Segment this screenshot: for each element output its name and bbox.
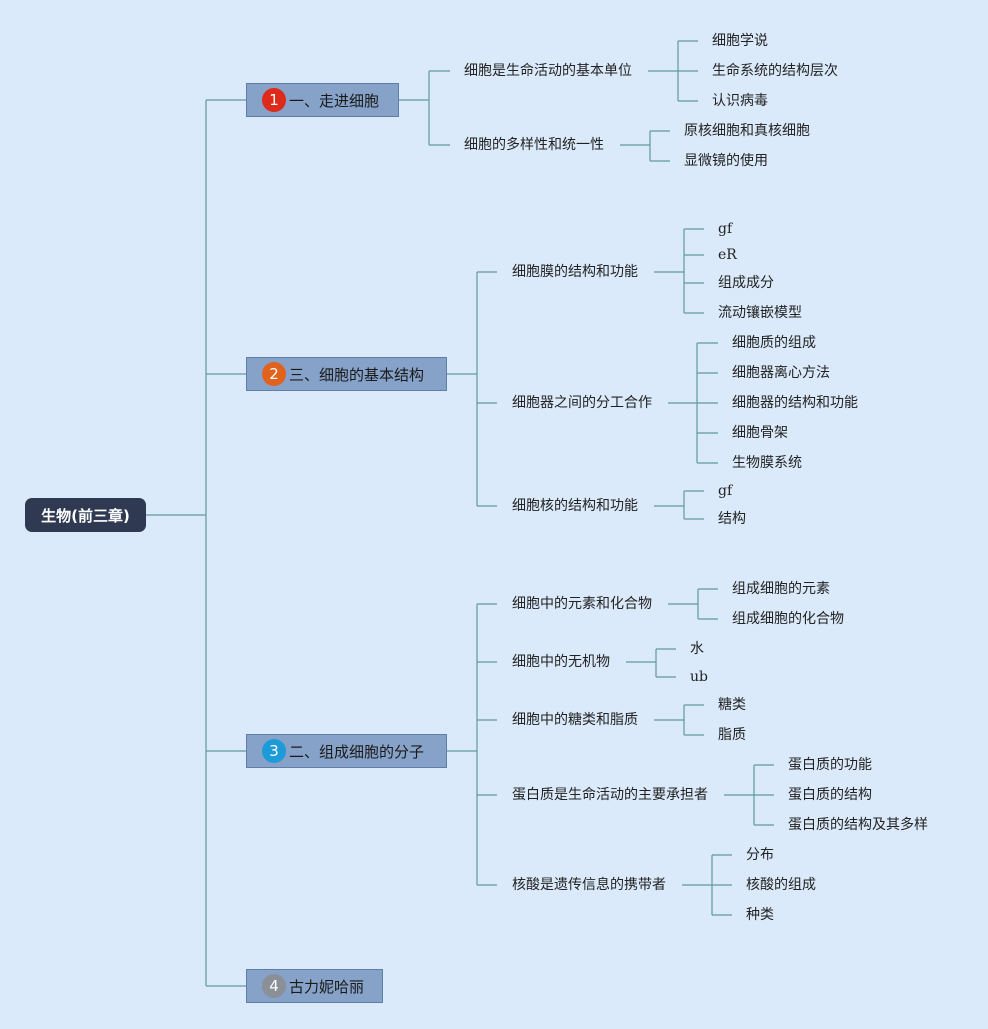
leaf-3-1-1[interactable]: 组成细胞的元素 xyxy=(732,581,830,597)
subtopic-2-3[interactable]: 细胞核的结构和功能 xyxy=(512,498,638,514)
topic-4[interactable]: 4 古力妮哈丽 xyxy=(246,969,383,1003)
leaf-1-1-3[interactable]: 认识病毒 xyxy=(712,93,768,109)
leaf-2-3-2[interactable]: 结构 xyxy=(718,511,746,527)
badge-3: 3 xyxy=(262,739,286,763)
topic-3-label: 二、组成细胞的分子 xyxy=(289,742,425,761)
subtopic-3-2[interactable]: 细胞中的无机物 xyxy=(512,654,610,670)
leaf-1-1-1[interactable]: 细胞学说 xyxy=(712,33,768,49)
subtopic-3-5[interactable]: 核酸是遗传信息的携带者 xyxy=(512,877,666,893)
leaf-3-5-2[interactable]: 核酸的组成 xyxy=(746,877,816,893)
topic-4-label: 古力妮哈丽 xyxy=(289,977,365,996)
badge-2: 2 xyxy=(262,362,286,386)
leaf-1-1-2[interactable]: 生命系统的结构层次 xyxy=(712,63,838,79)
leaf-3-1-2[interactable]: 组成细胞的化合物 xyxy=(732,611,844,627)
topic-1-label: 一、走进细胞 xyxy=(289,91,380,110)
leaf-2-1-1[interactable]: gf xyxy=(718,221,733,237)
leaf-2-2-1[interactable]: 细胞质的组成 xyxy=(732,335,816,351)
leaf-2-1-2[interactable]: eR xyxy=(718,247,737,263)
leaf-2-2-4[interactable]: 细胞骨架 xyxy=(732,425,788,441)
leaf-3-4-1[interactable]: 蛋白质的功能 xyxy=(788,757,872,773)
leaf-2-2-3[interactable]: 细胞器的结构和功能 xyxy=(732,395,858,411)
leaf-3-4-3[interactable]: 蛋白质的结构及其多样 xyxy=(788,817,928,833)
leaf-3-3-2[interactable]: 脂质 xyxy=(718,727,746,743)
topic-1[interactable]: 1 一、走进细胞 xyxy=(246,83,399,117)
leaf-1-2-2[interactable]: 显微镜的使用 xyxy=(684,153,768,169)
leaf-2-2-5[interactable]: 生物膜系统 xyxy=(732,455,802,471)
subtopic-3-4[interactable]: 蛋白质是生命活动的主要承担者 xyxy=(512,787,708,803)
leaf-3-5-1[interactable]: 分布 xyxy=(746,847,774,863)
leaf-3-2-2[interactable]: ub xyxy=(690,669,708,685)
subtopic-3-3[interactable]: 细胞中的糖类和脂质 xyxy=(512,712,638,728)
leaf-3-5-3[interactable]: 种类 xyxy=(746,907,774,923)
badge-4: 4 xyxy=(262,974,286,998)
root-node[interactable]: 生物(前三章) xyxy=(25,498,146,532)
badge-1: 1 xyxy=(262,88,286,112)
leaf-2-3-1[interactable]: gf xyxy=(718,483,733,499)
topic-3[interactable]: 3 二、组成细胞的分子 xyxy=(246,734,447,768)
leaf-1-2-1[interactable]: 原核细胞和真核细胞 xyxy=(684,123,810,139)
leaf-3-3-1[interactable]: 糖类 xyxy=(718,697,746,713)
leaf-3-2-1[interactable]: 水 xyxy=(690,641,704,657)
subtopic-3-1[interactable]: 细胞中的元素和化合物 xyxy=(512,596,652,612)
topic-2[interactable]: 2 三、细胞的基本结构 xyxy=(246,357,447,391)
leaf-2-1-4[interactable]: 流动镶嵌模型 xyxy=(718,305,802,321)
leaf-2-2-2[interactable]: 细胞器离心方法 xyxy=(732,365,830,381)
topic-2-label: 三、细胞的基本结构 xyxy=(289,365,425,384)
subtopic-1-2[interactable]: 细胞的多样性和统一性 xyxy=(464,137,604,153)
subtopic-2-1[interactable]: 细胞膜的结构和功能 xyxy=(512,264,638,280)
leaf-3-4-2[interactable]: 蛋白质的结构 xyxy=(788,787,872,803)
subtopic-2-2[interactable]: 细胞器之间的分工合作 xyxy=(512,395,652,411)
subtopic-1-1[interactable]: 细胞是生命活动的基本单位 xyxy=(464,63,632,79)
leaf-2-1-3[interactable]: 组成成分 xyxy=(718,275,774,291)
